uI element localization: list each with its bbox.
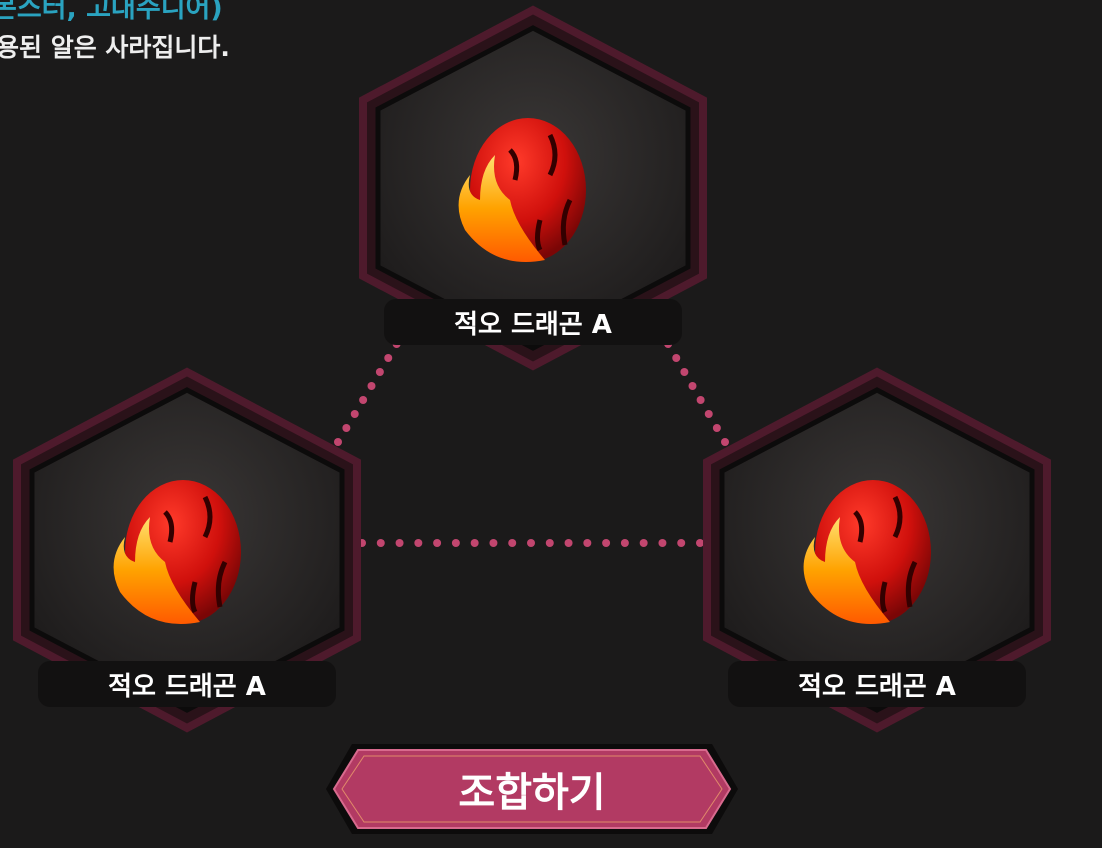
connector-dot [696,539,704,547]
connector-dot [489,539,498,547]
connector-dot [712,424,721,432]
connector-dot [384,354,393,362]
slot-left-label[interactable]: 적오 드래곤 A [38,661,336,707]
info-notice-text: 용된 알은 사라집니다. [0,33,230,62]
slot-top-label[interactable]: 적오 드래곤 A [384,299,682,345]
connector-dot [583,539,592,547]
connector-dot [688,382,697,390]
slot-right-label[interactable]: 적오 드래곤 A [728,661,1026,707]
connector-dot [545,539,554,547]
connector-dot [395,539,404,547]
connector-dot [677,539,686,547]
connector-dot [334,438,342,446]
connector-dot [451,539,460,547]
connector-dot [350,410,359,418]
connector-dot [376,539,385,547]
connector-dot [620,539,629,547]
connector-dot [527,539,535,547]
connector-dot [721,438,729,446]
combine-button-label: 조합하기 [458,770,606,816]
connector-dot [470,539,479,547]
connector-dot [414,539,423,547]
connector-dot [602,539,611,547]
connector-dot [564,539,573,547]
connector-dot [680,368,689,376]
connector-dot [433,539,442,547]
combine-button[interactable]: 조합하기 [322,740,742,838]
connector-dot [672,354,681,362]
info-highlight-text: 몬스터, 고대주니어) [0,0,223,24]
connector-dot [375,368,384,376]
connector-dot [367,382,376,390]
connector-dot [342,424,351,432]
connector-dot [359,396,368,404]
connector-dot [508,539,517,547]
connector-dot [696,396,705,404]
connector-dot [658,539,667,547]
connector-dot [704,410,713,418]
connector-dot [639,539,648,547]
